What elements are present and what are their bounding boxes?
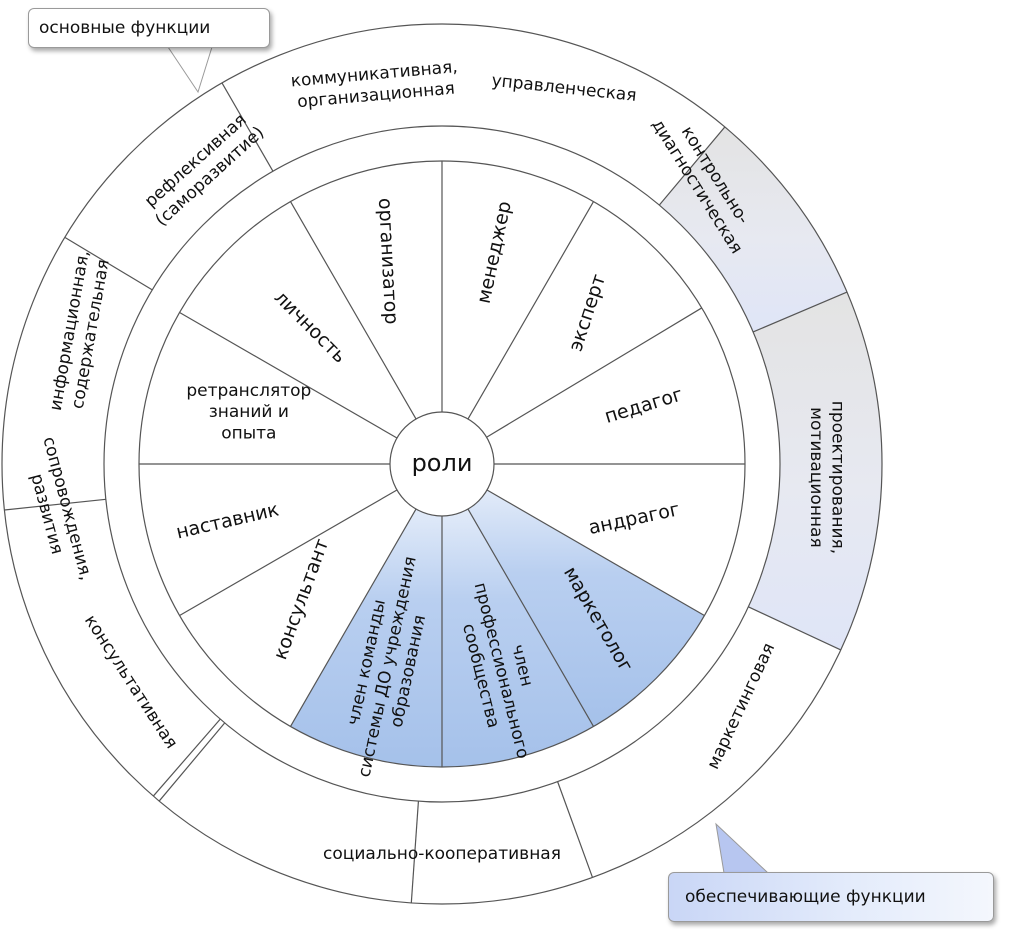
- function-label-managerial: управленческая: [491, 71, 638, 106]
- role-label-translator-line-3: опыта: [221, 423, 276, 443]
- function-label-social-line-1: социально-кооперативная: [323, 844, 561, 864]
- role-label-personality-line-1: личность: [270, 286, 351, 367]
- support-callout-pointer: [715, 822, 770, 874]
- function-separator-5: [752, 291, 848, 333]
- role-separator-1: [467, 201, 595, 420]
- main-callout-pointer: [167, 46, 213, 94]
- role-label-pedagogue-line-1: педагог: [602, 383, 685, 428]
- role-label-organizer: организатор: [374, 197, 403, 325]
- function-label-reflexive: рефлексивная(саморазвитие): [141, 110, 268, 231]
- function-separator-8: [410, 801, 420, 903]
- outer-ring-edge: [1, 23, 883, 905]
- role-separator-8: [179, 489, 398, 617]
- role-label-pedagogue: педагог: [602, 383, 685, 428]
- function-segment-marketing-fill: [659, 126, 848, 332]
- function-separator-2: [64, 236, 153, 291]
- role-segment-team-member-fill: [290, 509, 442, 767]
- role-separator-2: [486, 307, 703, 438]
- function-label-support: сопровождения,развития: [26, 435, 96, 583]
- function-label-marketing: маркетинговая: [703, 640, 779, 772]
- role-segment-marketer-fill: [468, 490, 705, 727]
- role-label-expert-line-1: эксперт: [565, 272, 611, 354]
- function-label-communicative: коммуникативная,организационная: [290, 57, 458, 112]
- role-separator-10: [179, 311, 398, 439]
- function-label-managerial-line-1: управленческая: [491, 71, 638, 106]
- role-segment-community-member-fill: [442, 509, 594, 767]
- role-label-translator-line-2: знаний и: [209, 402, 289, 422]
- function-segment-social-fill: [748, 292, 882, 650]
- role-label-expert: эксперт: [565, 272, 611, 354]
- role-label-andragogue: андрагог: [587, 498, 682, 539]
- role-label-mentor: наставник: [174, 498, 281, 543]
- role-label-organizer-line-1: организатор: [374, 197, 403, 325]
- main-functions-callout: основные функции: [28, 8, 270, 48]
- function-separator-9: [152, 718, 221, 797]
- function-separator-0: [158, 722, 226, 802]
- function-label-social: социально-кооперативная: [323, 844, 561, 864]
- center-label: роли: [412, 449, 473, 477]
- role-label-manager-line-1: менеджер: [473, 199, 516, 305]
- function-label-design-line-2: мотивационная: [806, 407, 826, 548]
- role-separator-4: [486, 489, 705, 617]
- role-label-translator-line-1: ретранслятор: [186, 381, 311, 401]
- role-label-consultant-line-1: консультант: [269, 536, 333, 663]
- function-separator-3: [221, 82, 274, 172]
- function-label-design-line-1: проектирования,: [827, 401, 847, 554]
- role-label-personality: личность: [270, 286, 351, 367]
- role-separator-7: [289, 508, 417, 727]
- function-separator-7: [557, 781, 594, 878]
- function-separator-6: [748, 606, 842, 651]
- center-circle: [389, 411, 495, 517]
- function-separator-4: [658, 126, 726, 206]
- function-separator-1: [4, 498, 106, 511]
- function-label-consultative: консультативная: [80, 611, 181, 752]
- role-label-mentor-line-1: наставник: [174, 498, 281, 543]
- supporting-functions-callout: обеспечивающие функции: [668, 872, 994, 922]
- supporting-functions-label: обеспечивающие функции: [685, 887, 926, 907]
- function-ring-inner-edge: [103, 125, 781, 803]
- function-label-design: проектирования,мотивационная: [806, 401, 847, 554]
- main-functions-label: основные функции: [39, 18, 211, 38]
- role-separator-5: [467, 508, 595, 727]
- function-label-consultative-line-1: консультативная: [80, 611, 181, 752]
- role-label-consultant: консультант: [269, 536, 333, 663]
- role-separator-11: [289, 201, 417, 420]
- function-label-informational: информационная,содержательная: [46, 249, 114, 412]
- role-label-manager: менеджер: [473, 199, 516, 305]
- function-label-marketing-line-1: маркетинговая: [703, 640, 779, 772]
- role-label-andragogue-line-1: андрагог: [587, 498, 682, 539]
